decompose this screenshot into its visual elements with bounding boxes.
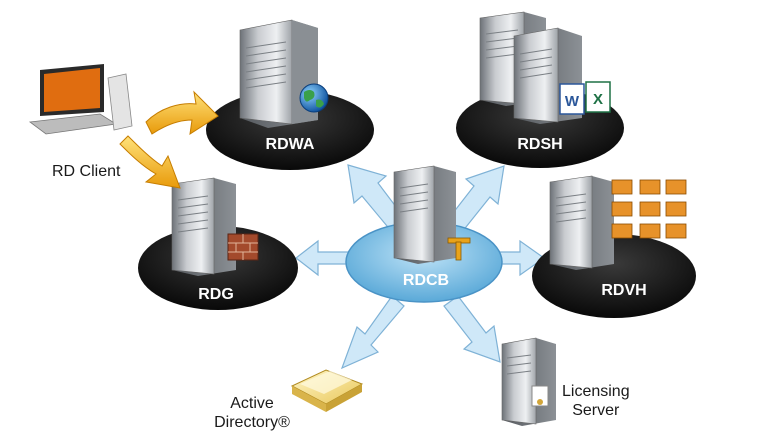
licensing-server-icon xyxy=(501,337,556,426)
active-directory-line1: Active xyxy=(230,395,274,412)
broker-tool-icon xyxy=(447,237,471,261)
globe-icon xyxy=(299,83,329,113)
firewall-icon xyxy=(227,233,259,261)
svg-text:W: W xyxy=(565,93,580,110)
arrow-client-to-rdg xyxy=(119,135,181,189)
client-arrows xyxy=(119,90,219,189)
rdwa-server-icon xyxy=(239,19,318,128)
rdvh-server-icon xyxy=(549,175,614,270)
rdcb-label: RDCB xyxy=(402,272,450,289)
word-doc-icon: W xyxy=(559,83,585,115)
licensing-line1: Licensing xyxy=(562,383,630,400)
arrow-to-rdvh xyxy=(499,239,546,277)
certificate-icon xyxy=(531,385,549,407)
svg-text:X: X xyxy=(593,91,603,108)
licensing-line2: Server xyxy=(572,402,620,419)
licensing-server-label: Licensing Server xyxy=(562,382,630,420)
rdsh-label: RDSH xyxy=(517,136,563,153)
rd-client-label: RD Client xyxy=(52,163,121,180)
rdg-server-icon xyxy=(171,177,236,276)
arrow-to-licensing xyxy=(443,295,501,363)
arrow-to-active-directory xyxy=(340,295,405,370)
active-directory-line2: Directory® xyxy=(214,414,290,431)
virtual-desktops-icon xyxy=(611,179,687,239)
active-directory-label: Active Directory® xyxy=(214,394,290,432)
rdcb-server-icon xyxy=(393,165,456,264)
excel-doc-icon: X xyxy=(585,81,611,113)
arrow-client-to-rdwa xyxy=(145,90,219,136)
rd-client-computer-icon xyxy=(28,64,133,135)
rdvh-label: RDVH xyxy=(601,282,647,299)
rdwa-label: RDWA xyxy=(265,136,315,153)
hub-arrows xyxy=(295,164,546,370)
rdg-label: RDG xyxy=(198,286,234,303)
active-directory-icon xyxy=(290,369,364,412)
arrow-to-rdsh xyxy=(445,165,505,233)
arrow-to-rdg xyxy=(295,239,353,277)
